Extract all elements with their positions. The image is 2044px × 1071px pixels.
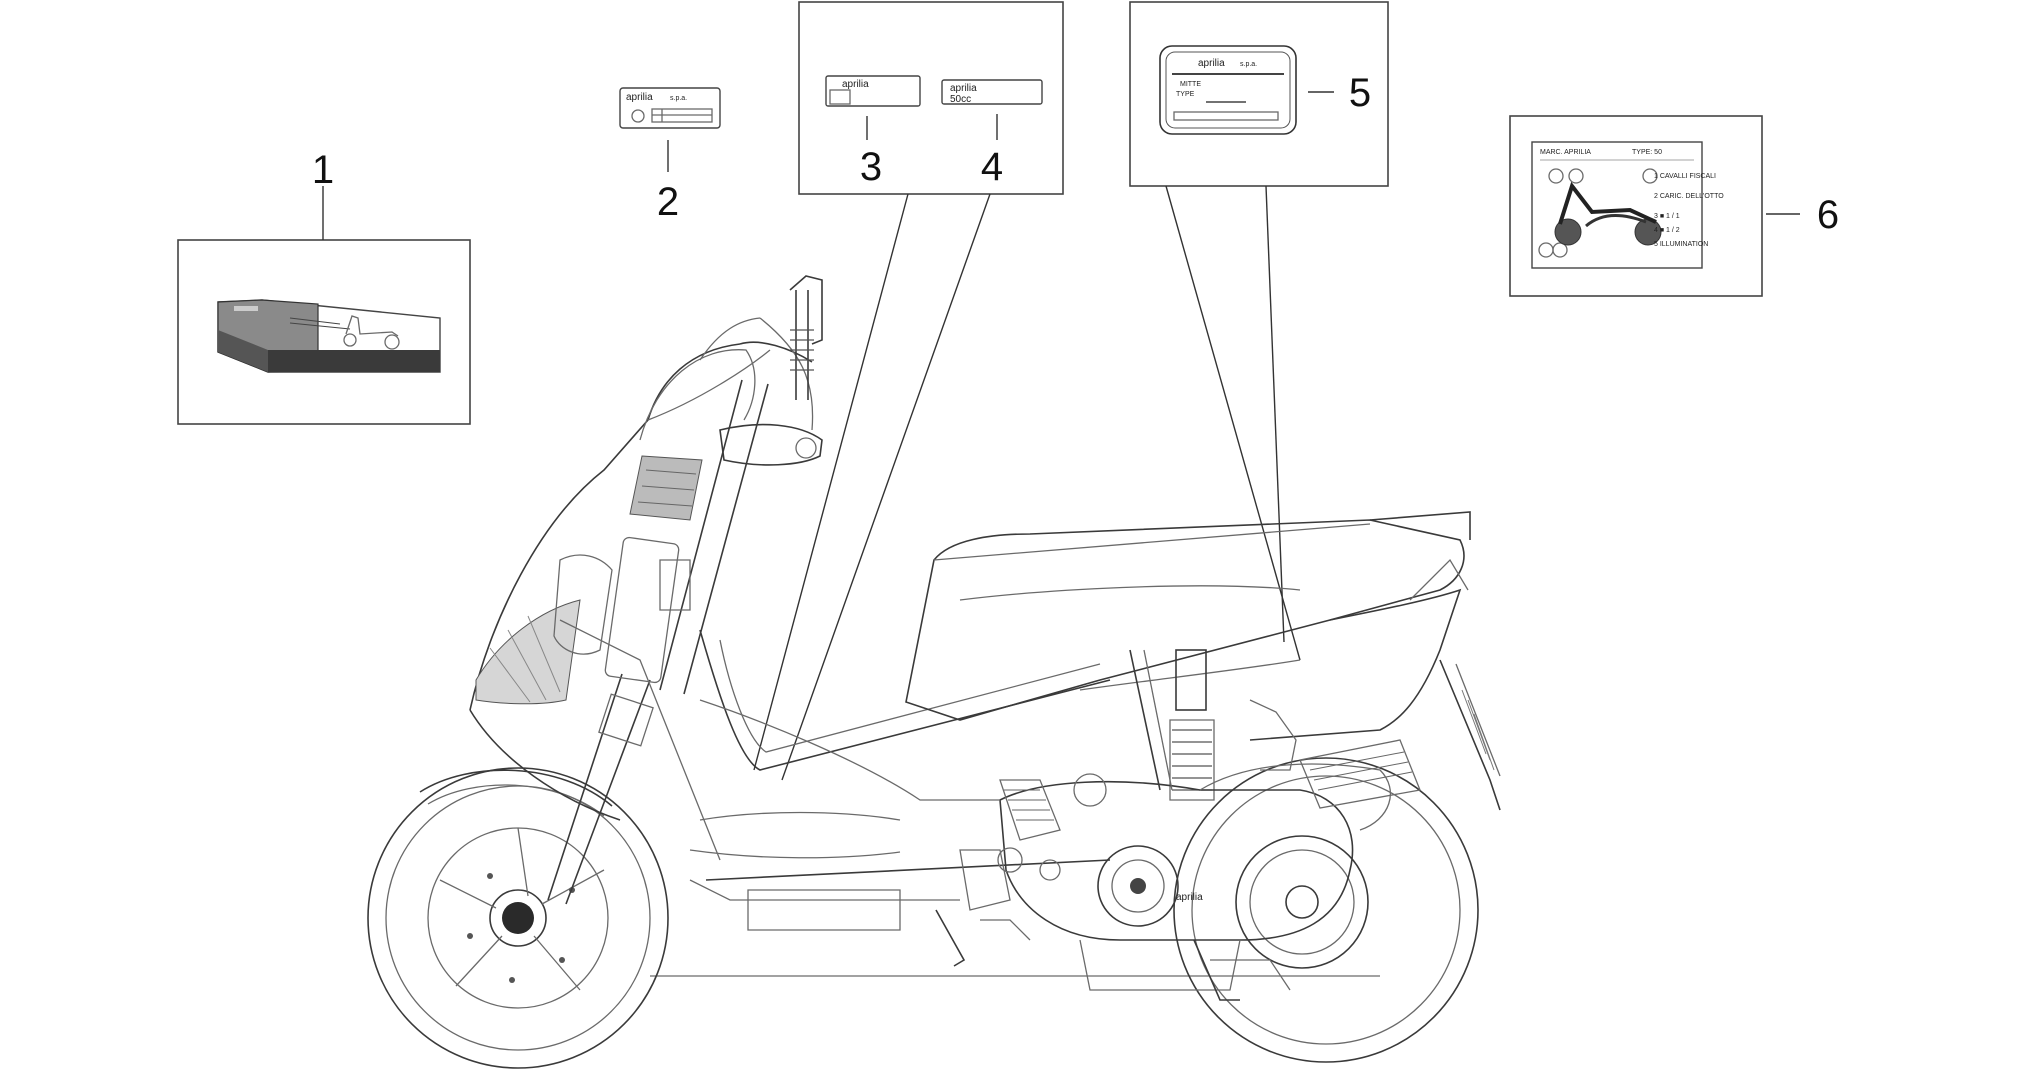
part-3-sticker[interactable]: aprilia [825, 75, 921, 107]
rear-body [1079, 558, 1501, 811]
label5-line2: TYPE [1176, 91, 1195, 98]
front-fork [547, 379, 769, 905]
label5-line1: MITTE [1180, 81, 1201, 88]
label6-item-1: 1 CAVALLI FISCALI [1654, 173, 1716, 180]
part-1-owners-manual[interactable] [177, 239, 471, 425]
front-wheel [367, 767, 669, 1069]
callout-2: 2 [657, 180, 679, 224]
part-2-brand-plate[interactable]: aprilia s.p.a. [619, 87, 721, 129]
leader-line-4-to-scooter [781, 193, 991, 781]
leader-line-5b-to-scooter [1265, 185, 1285, 643]
engine-assembly: aprilia [935, 739, 1421, 1001]
label6-item-5: 5 ILLUMINATION [1654, 241, 1708, 248]
front-body [469, 275, 823, 861]
rear-wheel [1173, 757, 1479, 1063]
callout-3: 3 [860, 145, 882, 189]
scooter-drawing: aprilia [367, 275, 1501, 1069]
label3-brand: aprilia [842, 79, 869, 90]
seat [905, 511, 1471, 721]
leader-line-3-to-scooter [753, 193, 909, 771]
label6-item-2: 2 CARIC. DELL'OTTO [1654, 193, 1724, 200]
callout-1: 1 [312, 148, 334, 192]
callout-4: 4 [981, 145, 1003, 189]
leader-line-5a-to-scooter [1165, 185, 1301, 661]
part-4-sticker[interactable]: aprilia 50cc [941, 79, 1043, 105]
frame [689, 649, 1173, 901]
callout-6: 6 [1817, 193, 1839, 237]
label6-item-3: 3 ■ 1 / 1 [1654, 213, 1680, 220]
engine-brand: aprilia [1176, 892, 1203, 903]
rear-shock [1169, 649, 1297, 801]
footboard [689, 629, 1111, 931]
label5-brand: aprilia [1198, 58, 1225, 69]
part-5-id-plate[interactable]: aprilia s.p.a. MITTE TYPE [1159, 45, 1297, 135]
label6-item-4: 4 ■ 1 / 2 [1654, 227, 1680, 234]
label4-value: 50cc [950, 94, 971, 105]
label4-brand: aprilia [950, 83, 977, 94]
label2-suffix: s.p.a. [670, 95, 687, 102]
label6-head2: TYPE: 50 [1632, 149, 1662, 156]
callout-5: 5 [1349, 71, 1371, 115]
label6-head1: MARC. APRILIA [1540, 149, 1591, 156]
label2-brand: aprilia [626, 92, 653, 103]
label5-suffix: s.p.a. [1240, 61, 1257, 68]
part-6-info-label[interactable]: MARC. APRILIA TYPE: 50 1 CAVALLI FISCALI… [1531, 141, 1724, 269]
